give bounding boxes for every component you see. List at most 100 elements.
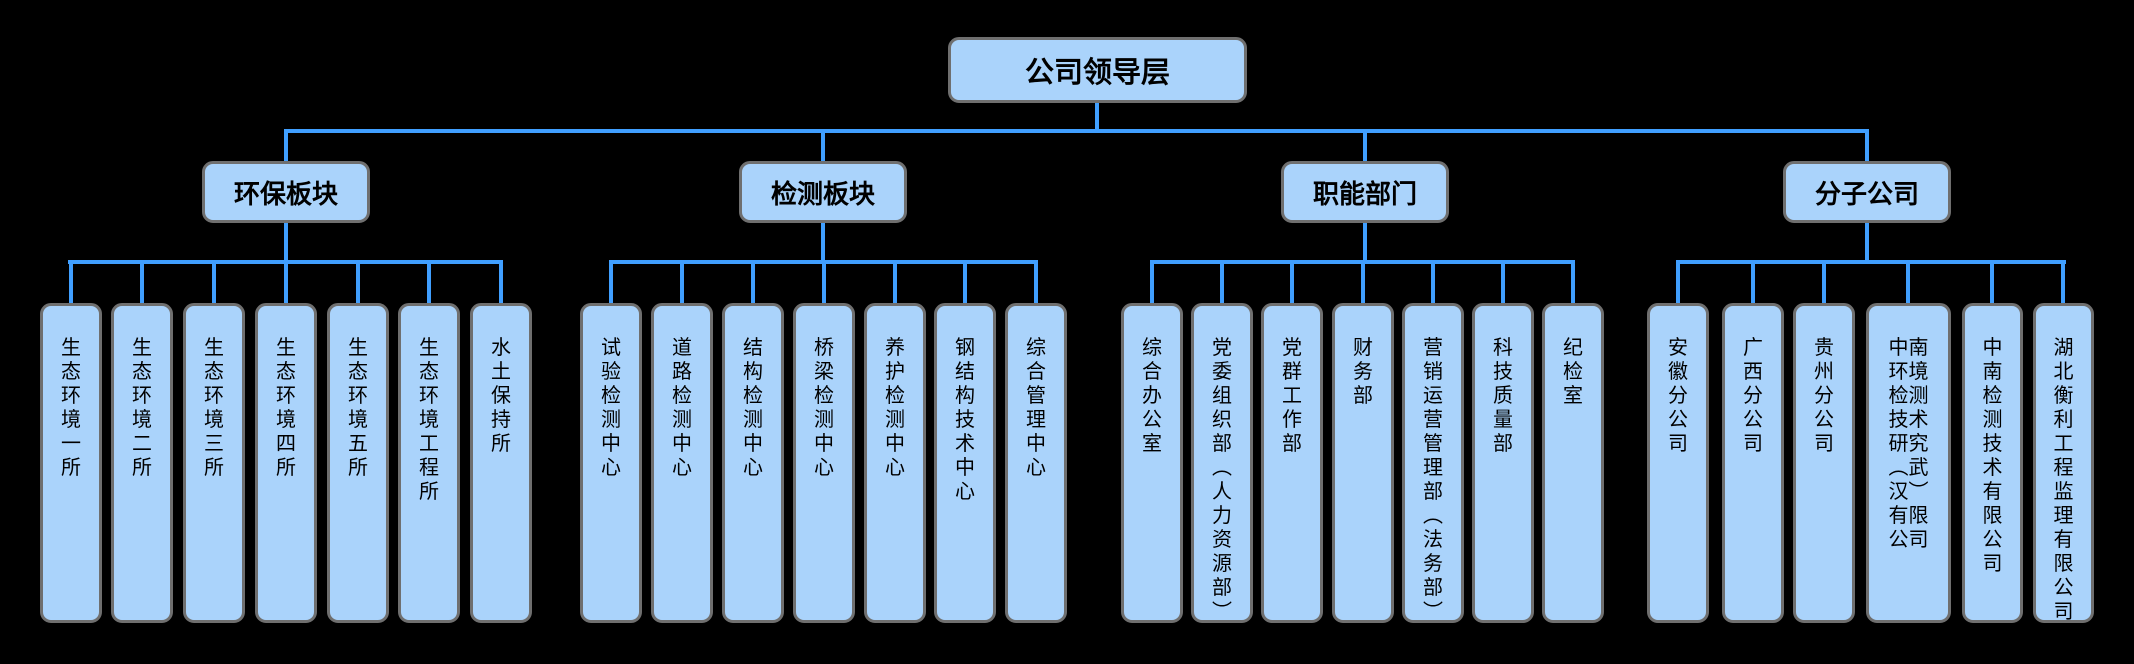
- org-node: 中南检测技术有限公司: [1962, 303, 2023, 623]
- org-node: 湖北衡利工程监理有限公司: [2033, 303, 2094, 623]
- connector-line: [212, 260, 216, 303]
- connector-line: [1990, 260, 1994, 303]
- org-node-label: 试验检测中心: [601, 337, 621, 479]
- org-node: 中南环境检测技术研究︵武汉︶有限公司: [1866, 303, 1951, 623]
- connector-line: [1906, 260, 1910, 303]
- org-node-label: 中南环境检测技术研究︵武汉︶有限公司: [1888, 337, 1929, 551]
- connector-line: [1361, 260, 1365, 303]
- org-node-label: 党群工作部: [1282, 337, 1302, 455]
- org-node-label: 道路检测中心: [672, 337, 692, 479]
- org-node: 生态环境二所: [111, 303, 173, 623]
- connector-line: [140, 260, 144, 303]
- org-node-group-functional: 职能部门: [1281, 161, 1449, 223]
- org-node: 养护检测中心: [864, 303, 926, 623]
- connector-line: [1363, 223, 1367, 264]
- org-node-label: 生态环境工程所: [419, 337, 439, 503]
- org-node: 生态环境四所: [255, 303, 317, 623]
- org-node: 结构检测中心: [722, 303, 784, 623]
- org-node: 科技质量部: [1472, 303, 1534, 623]
- org-node-label: 钢结构技术中心: [955, 337, 975, 503]
- org-node: 综合管理中心: [1005, 303, 1067, 623]
- connector-line: [1220, 260, 1224, 303]
- org-node-label: 营销运营管理部︵法务部︶: [1423, 337, 1443, 623]
- connector-line: [1676, 260, 2066, 264]
- org-node-label: 职能部门: [1312, 178, 1417, 209]
- org-node-label: 综合管理中心: [1026, 337, 1046, 479]
- org-node: 党群工作部: [1261, 303, 1323, 623]
- org-node-label: 检测板块: [770, 178, 875, 209]
- connector-line: [1751, 260, 1755, 303]
- org-node-label: 安徽分公司: [1668, 337, 1688, 455]
- org-node: 桥梁检测中心: [793, 303, 855, 623]
- org-node: 广西分公司: [1722, 303, 1784, 623]
- org-node: 党委组织部︵人力资源部︶: [1191, 303, 1253, 623]
- connector-line: [284, 260, 288, 303]
- connector-line: [1865, 223, 1869, 264]
- org-node-group-environment: 环保板块: [202, 161, 370, 223]
- org-node-label: 湖北衡利工程监理有限公司: [2053, 337, 2074, 623]
- org-node: 水土保持所: [470, 303, 532, 623]
- org-node-label: 广西分公司: [1743, 337, 1763, 455]
- org-node-label: 分子公司: [1814, 178, 1919, 209]
- connector-line: [1431, 260, 1435, 303]
- org-node: 试验检测中心: [580, 303, 642, 623]
- connector-line: [893, 260, 897, 303]
- org-node-root: 公司领导层: [948, 37, 1247, 103]
- org-node: 营销运营管理部︵法务部︶: [1402, 303, 1464, 623]
- connector-line: [69, 260, 73, 303]
- connector-line: [1034, 260, 1038, 303]
- connector-line: [284, 129, 1869, 133]
- org-node-label: 桥梁检测中心: [814, 337, 834, 479]
- org-node-group-subsidiaries: 分子公司: [1783, 161, 1951, 223]
- connector-line: [284, 129, 288, 161]
- connector-line: [499, 260, 503, 303]
- org-node-label: 生态环境二所: [132, 337, 152, 479]
- org-node-label: 生态环境三所: [204, 337, 224, 479]
- org-node: 钢结构技术中心: [934, 303, 996, 623]
- org-node: 生态环境五所: [327, 303, 389, 623]
- org-node-label: 公司领导层: [1024, 57, 1170, 89]
- connector-line: [1676, 260, 1680, 303]
- org-node-label: 综合办公室: [1142, 337, 1162, 455]
- connector-line: [963, 260, 967, 303]
- connector-line: [356, 260, 360, 303]
- connector-line: [1822, 260, 1826, 303]
- org-node: 财务部: [1332, 303, 1394, 623]
- connector-line: [1095, 103, 1099, 133]
- connector-line: [609, 260, 613, 303]
- connector-line: [427, 260, 431, 303]
- org-node-label: 生态环境五所: [348, 337, 368, 479]
- org-node-label: 中南检测技术有限公司: [1982, 337, 2003, 575]
- org-node-label: 环保板块: [233, 178, 338, 209]
- org-node-label: 财务部: [1353, 337, 1373, 407]
- org-node-label: 纪检室: [1563, 337, 1583, 407]
- org-node-label: 生态环境一所: [61, 337, 81, 479]
- org-node: 综合办公室: [1121, 303, 1183, 623]
- org-node-label: 贵州分公司: [1814, 337, 1834, 455]
- connector-line: [821, 129, 825, 161]
- connector-line: [1150, 260, 1154, 303]
- org-node-label: 科技质量部: [1493, 337, 1513, 455]
- connector-line: [1290, 260, 1294, 303]
- org-node-label: 水土保持所: [491, 337, 511, 455]
- connector-line: [1865, 129, 1869, 161]
- org-node-label: 党委组织部︵人力资源部︶: [1212, 337, 1232, 623]
- org-node: 安徽分公司: [1647, 303, 1709, 623]
- org-node-label: 养护检测中心: [885, 337, 905, 479]
- connector-line: [751, 260, 755, 303]
- org-node: 生态环境一所: [40, 303, 102, 623]
- connector-line: [284, 223, 288, 264]
- org-node: 贵州分公司: [1793, 303, 1855, 623]
- org-node: 生态环境三所: [183, 303, 245, 623]
- connector-line: [2061, 260, 2065, 303]
- connector-line: [821, 223, 825, 264]
- org-node-label: 生态环境四所: [276, 337, 296, 479]
- org-node: 纪检室: [1542, 303, 1604, 623]
- connector-line: [1501, 260, 1505, 303]
- org-node: 生态环境工程所: [398, 303, 460, 623]
- connector-line: [680, 260, 684, 303]
- connector-line: [822, 260, 826, 303]
- org-node-group-testing: 检测板块: [739, 161, 907, 223]
- connector-line: [1571, 260, 1575, 303]
